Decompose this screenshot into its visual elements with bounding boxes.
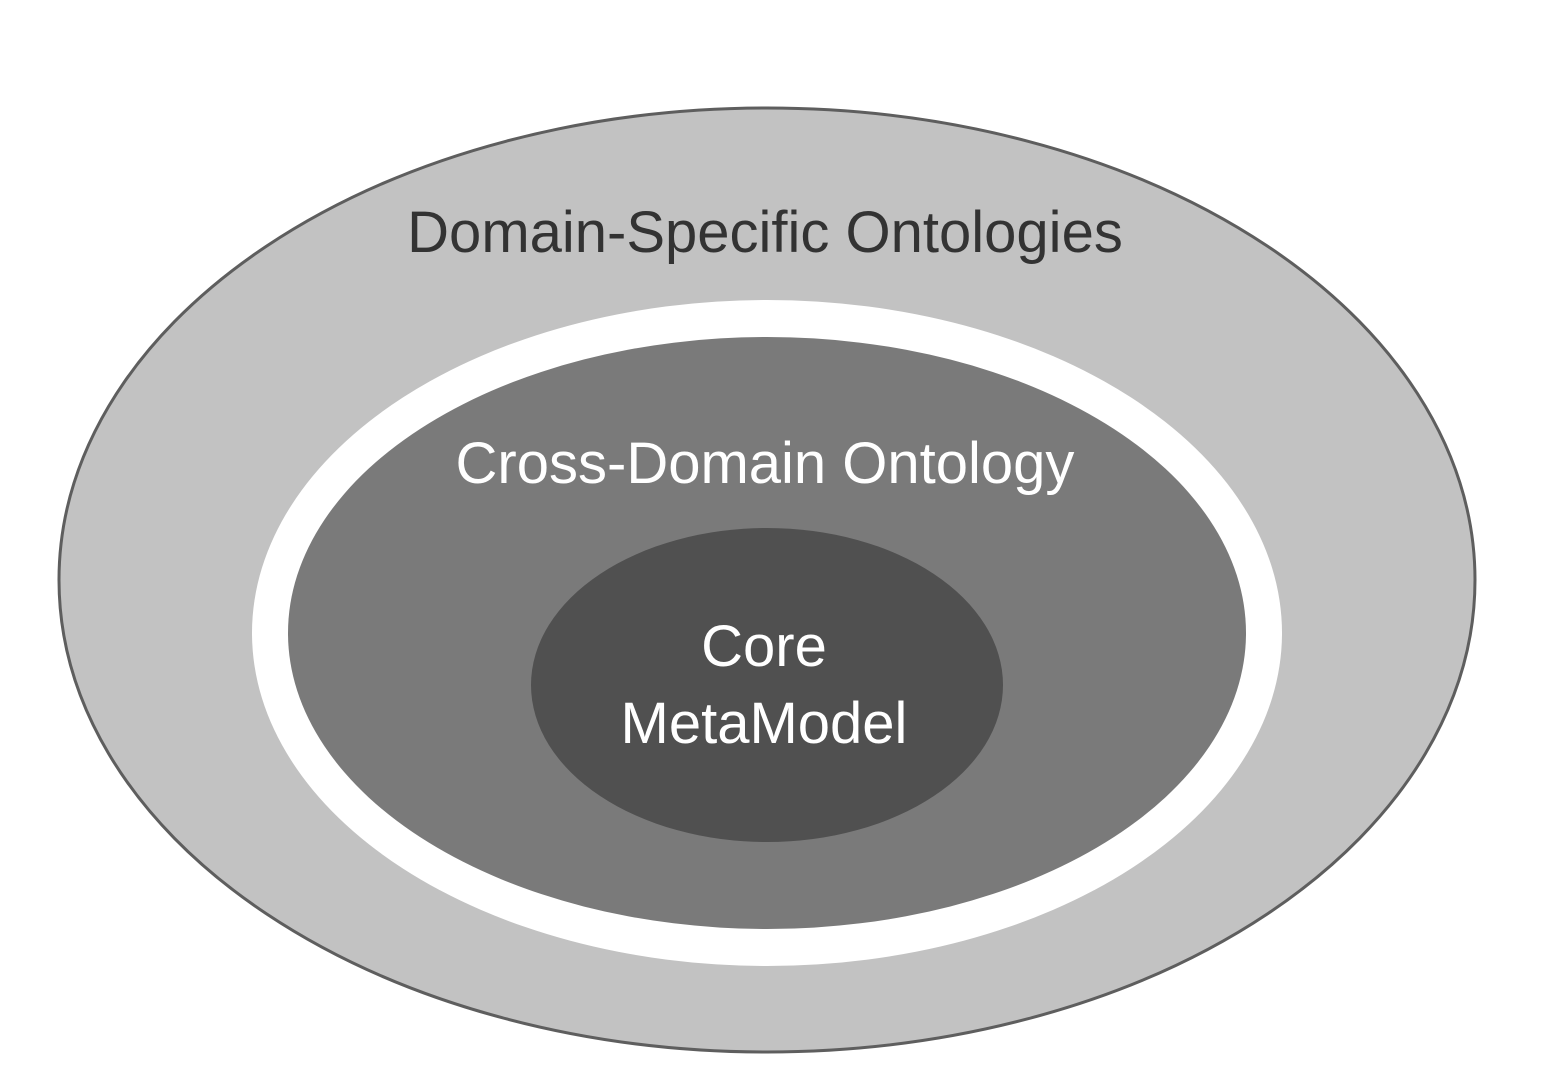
- domain-specific-ontologies-label: Domain-Specific Ontologies: [407, 200, 1123, 265]
- core-metamodel-label-line1: Core: [701, 614, 827, 679]
- cross-domain-ontology-label: Cross-Domain Ontology: [456, 431, 1075, 496]
- core-metamodel-label-line2: MetaModel: [621, 691, 908, 756]
- core-metamodel-ellipse: [531, 528, 1003, 842]
